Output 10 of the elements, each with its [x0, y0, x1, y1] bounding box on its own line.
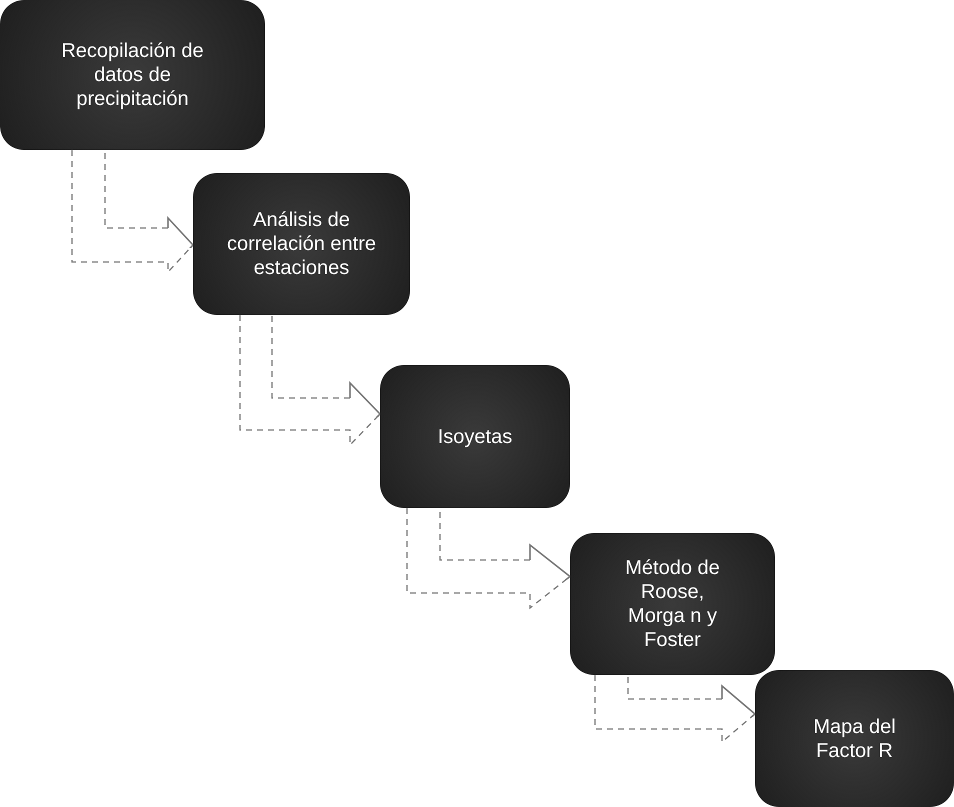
step-label: Recopilación de datos de precipitación [60, 39, 205, 111]
process-box [380, 365, 570, 508]
process-box [193, 173, 410, 315]
step-label: Isoyetas [438, 424, 512, 448]
process-box [755, 670, 954, 807]
process-box [570, 533, 775, 675]
process-box [0, 0, 265, 150]
step-label: Método de Roose, Morga n y Foster [624, 556, 721, 652]
step-label: Análisis de correlación entre estaciones [226, 208, 377, 280]
step-label: Mapa del Factor R [812, 714, 897, 762]
